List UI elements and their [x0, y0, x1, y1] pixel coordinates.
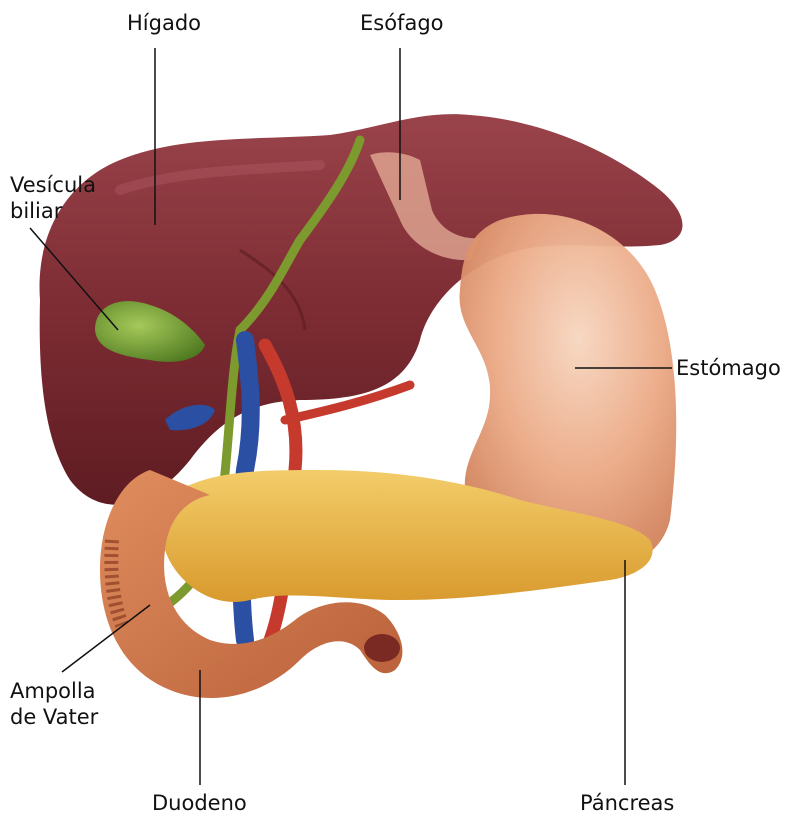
label-higado: Hígado	[127, 10, 201, 36]
label-pancreas: Páncreas	[580, 790, 674, 816]
duodenum-opening	[364, 634, 400, 662]
label-estomago: Estómago	[676, 355, 781, 381]
label-duodeno: Duodeno	[152, 790, 247, 816]
label-vesicula-biliar: Vesícula biliar	[10, 172, 96, 224]
label-esofago: Esófago	[360, 10, 444, 36]
label-ampolla-de-vater: Ampolla de Vater	[10, 678, 98, 730]
